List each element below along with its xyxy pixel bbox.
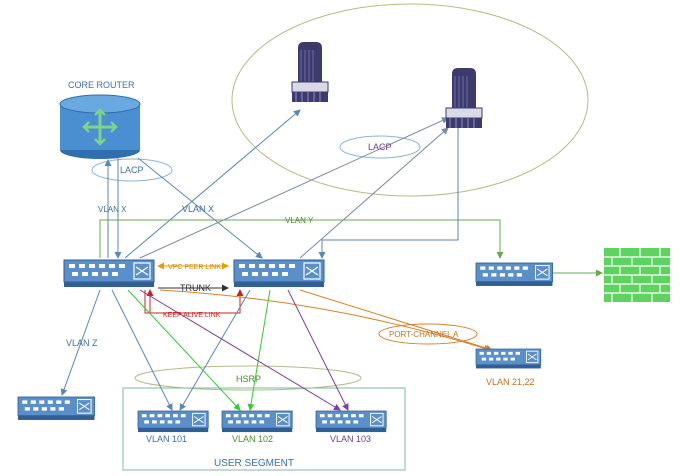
link-port-channel-right: [299, 289, 493, 352]
keep-alive-link-label: KEEP ALIVE LINK: [163, 312, 221, 319]
link-left-switch-server2: [139, 117, 449, 259]
vlan-y-label: VLAN Y: [285, 216, 314, 225]
switch-icon[interactable]: [17, 396, 96, 421]
switch-icon[interactable]: [475, 262, 554, 287]
link-left-switch-server1: [124, 109, 301, 259]
lacp-left-label: LACP: [120, 165, 144, 175]
vlan-101-label: VLAN 101: [146, 434, 187, 444]
vpc-peer-link-label: VPC PEER LINK: [168, 264, 221, 271]
server-cluster-ellipse: [231, 3, 589, 197]
link-vlan-y: [99, 219, 504, 259]
switch-icon[interactable]: [233, 259, 325, 288]
link-server2-right-switch: [318, 128, 459, 259]
core-router-label: CORE ROUTER: [68, 80, 135, 90]
port-channel-a-label: PORT-CHANNEL A: [389, 330, 459, 339]
hsrp-ellipse: [134, 365, 362, 391]
link-left-vlan101: [111, 289, 173, 411]
switch-icon[interactable]: [63, 259, 155, 288]
user-segment-box: [122, 387, 406, 471]
link-core-right-switch: [137, 157, 263, 259]
link-keep-alive: [144, 289, 244, 314]
server-tower-icon[interactable]: [445, 67, 483, 129]
trunk-label: TRUNK: [180, 283, 211, 293]
server-tower-icon[interactable]: [291, 41, 329, 103]
lacp-top-label: LACP: [368, 142, 392, 152]
vlan-102-label: VLAN 102: [232, 434, 273, 444]
link-port-channel-left: [159, 289, 491, 352]
link-right-vlan103: [287, 289, 349, 411]
vlan-21-22-label: VLAN 21,22: [486, 377, 535, 387]
vlan-z-label: VLAN Z: [66, 338, 98, 348]
router-icon[interactable]: [59, 94, 141, 159]
vlan-x-mid-label: VLAN X: [182, 204, 214, 214]
link-right-vlan102: [247, 289, 271, 411]
vlan-x-left-label: VLAN X: [98, 205, 127, 214]
link-right-switch-server2: [299, 127, 449, 259]
switch-icon[interactable]: [221, 410, 293, 433]
link-left-vlan103: [139, 289, 341, 411]
user-segment-label: USER SEGMENT: [214, 458, 294, 469]
link-left-vlan102: [127, 289, 241, 411]
hsrp-label: HSRP: [236, 374, 261, 384]
link-vlan-z: [60, 289, 101, 396]
switch-icon[interactable]: [475, 348, 542, 369]
switch-icon[interactable]: [315, 410, 387, 433]
switch-icon[interactable]: [137, 410, 209, 433]
lacp-top-ellipse: [339, 135, 421, 159]
firewall-icon[interactable]: [604, 248, 670, 302]
link-right-vlan101: [179, 289, 251, 411]
lacp-left-ellipse: [91, 158, 173, 182]
vlan-103-label: VLAN 103: [330, 434, 371, 444]
